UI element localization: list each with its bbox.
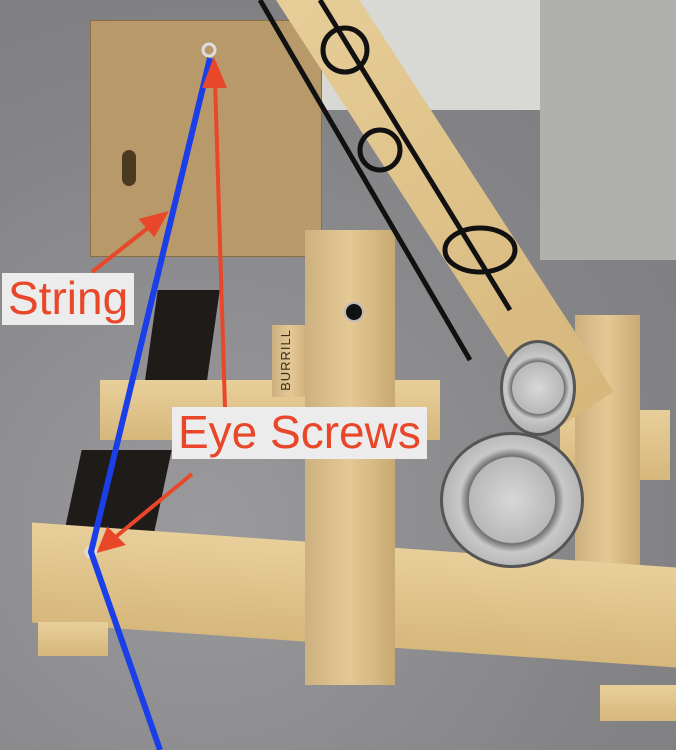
eye-screw-top-arrow-head-icon (202, 56, 227, 88)
eye-screw-bottom-arrow-line (110, 472, 194, 542)
eye-screw-bottom-arrow-head-icon (96, 526, 126, 553)
weight-plate-front (440, 432, 584, 568)
pivot-hole (344, 302, 364, 322)
weight-plate-back (500, 340, 576, 436)
shelf-background (540, 0, 676, 260)
cardboard-box (90, 20, 322, 257)
eye-screw-top-icon (201, 42, 217, 58)
eye-screws-label: Eye Screws (172, 407, 427, 459)
string-arrow-head-icon (138, 210, 169, 238)
box-handle-hole (122, 150, 136, 186)
metal-scroll-decoration (257, 0, 518, 362)
string-label: String (2, 273, 135, 325)
stamped-block: BURRILL (272, 325, 310, 397)
eye-screw-top-arrow-line (213, 79, 227, 409)
front-foot-left (38, 622, 108, 656)
front-foot-right (600, 685, 676, 721)
string-line (87, 57, 213, 750)
